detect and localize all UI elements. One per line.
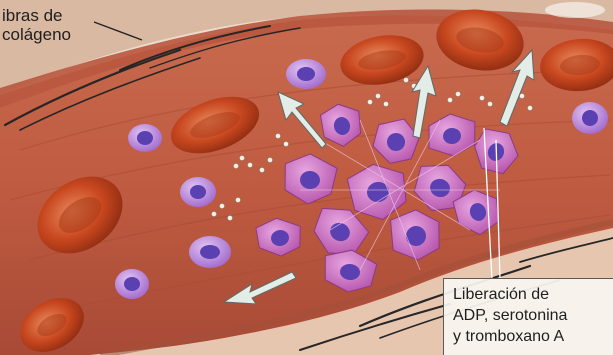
platelet — [115, 269, 149, 299]
collagen-fibers-label: ibras de colágeno — [2, 6, 71, 44]
glare-spot — [545, 2, 605, 18]
collagen-label-line-1: ibras de — [2, 6, 71, 25]
platelet — [128, 124, 162, 152]
platelet — [572, 102, 608, 134]
platelet — [180, 177, 216, 207]
collagen-label-line-2: colágeno — [2, 25, 71, 44]
release-label-line-1: Liberación de — [453, 284, 613, 305]
platelet — [286, 59, 326, 89]
release-label-line-3: y tromboxano A — [453, 326, 613, 347]
platelet — [189, 236, 231, 268]
release-label-line-2: ADP, serotonina — [453, 305, 613, 326]
release-label: Liberación de ADP, serotonina y tromboxa… — [443, 278, 613, 355]
